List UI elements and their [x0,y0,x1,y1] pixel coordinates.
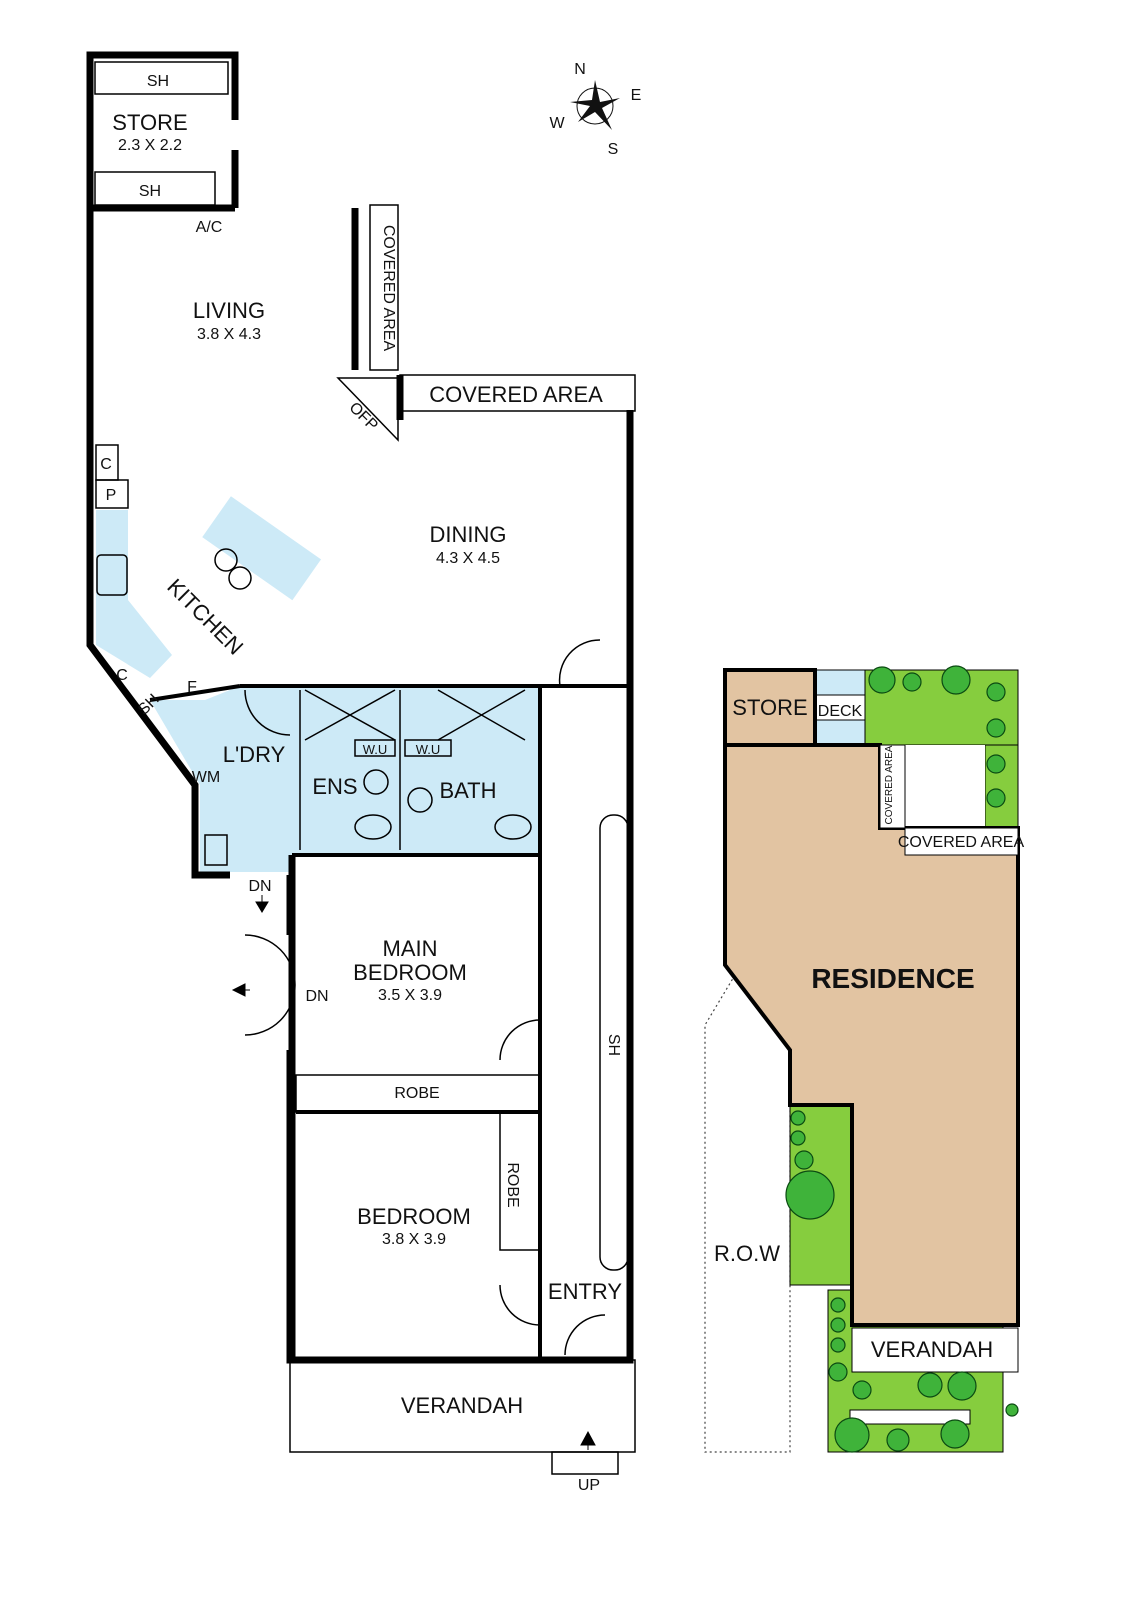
site-covered-area-bottom: COVERED AREA [898,834,1025,851]
main-bedroom-label-1: MAIN [383,936,438,961]
wet-areas [96,496,540,872]
covered-area-side-label: COVERED AREA [380,225,397,352]
verandah-label: VERANDAH [401,1393,523,1418]
pantry-label: P [106,487,117,504]
residence-label: RESIDENCE [811,963,974,994]
kitchen-label: KITCHEN [162,574,248,660]
entry-label: ENTRY [548,1279,622,1304]
store-dims: 2.3 X 2.2 [118,137,182,154]
covered-area-top-label: COVERED AREA [429,382,603,407]
washing-machine-label: WM [192,769,220,786]
site-deck-label: DECK [818,703,863,720]
ac-label: A/C [196,219,223,236]
wu-label-2: W.U [416,742,441,757]
dn-label-1: DN [248,878,271,895]
store-shelf-bottom: SH [139,183,161,200]
living-dims: 3.8 X 4.3 [197,326,261,343]
tree-icons [785,665,1019,1453]
ensuite-label: ENS [312,774,357,799]
fridge-label: F [187,679,197,696]
cupboard-label-2: C [116,667,128,684]
main-bedroom-label-2: BEDROOM [353,960,467,985]
compass-n: N [574,61,586,78]
robe-label-1: ROBE [394,1085,439,1102]
robe-label-2: ROBE [504,1162,521,1207]
row-label: R.O.W [714,1241,780,1266]
bedroom-label: BEDROOM [357,1204,471,1229]
site-plan: STORE DECK COVERED AREA COVERED AREA RES… [704,665,1025,1453]
dining-dims: 4.3 X 4.5 [436,550,500,567]
dining-label: DINING [430,522,507,547]
main-bedroom-dims: 3.5 X 3.9 [378,987,442,1004]
living-label: LIVING [193,298,265,323]
site-covered-area-side: COVERED AREA [884,745,895,824]
cupboard-label: C [100,456,112,473]
laundry-label: L'DRY [223,742,286,767]
dn-label-2: DN [305,988,328,1005]
compass-e: E [631,87,642,104]
up-label: UP [578,1477,600,1494]
compass-rose-icon: N E S W [549,61,641,158]
bedroom-dims: 3.8 X 3.9 [382,1231,446,1248]
store-shelf-top: SH [147,73,169,90]
wu-label-1: W.U [363,742,388,757]
compass-w: W [549,115,565,132]
compass-s: S [608,141,619,158]
bath-label: BATH [439,778,496,803]
site-store-label: STORE [732,695,807,720]
site-verandah-label: VERANDAH [871,1337,993,1362]
hall-shelf-label: SH [605,1034,622,1056]
ofp-label: OFP [346,399,381,434]
store-label: STORE [112,110,187,135]
